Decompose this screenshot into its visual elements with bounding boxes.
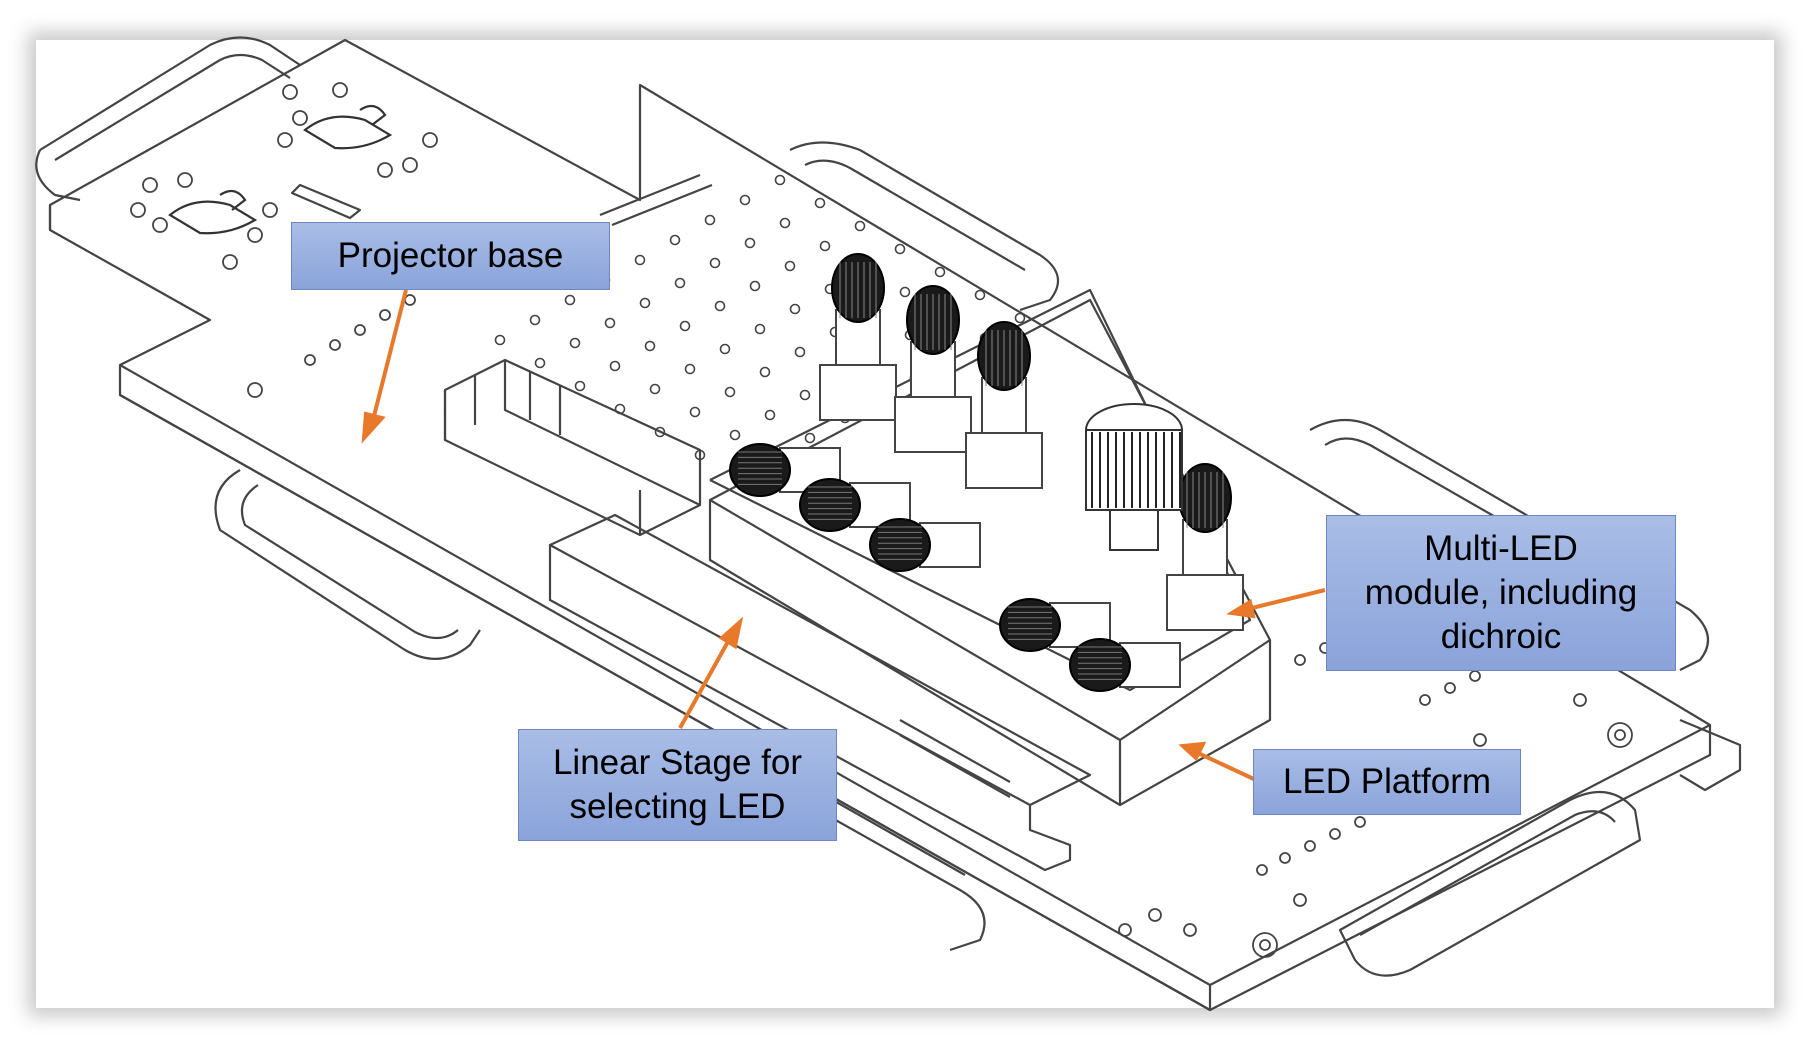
grid-hole bbox=[749, 280, 761, 292]
grid-hole bbox=[794, 346, 806, 358]
grid-hole bbox=[814, 197, 826, 209]
grid-hole bbox=[569, 337, 581, 349]
led-tower bbox=[819, 253, 897, 421]
led-tower bbox=[894, 285, 972, 453]
grid-hole bbox=[934, 266, 946, 278]
grid-hole bbox=[819, 240, 831, 252]
arrow-projector-base bbox=[371, 289, 408, 421]
handle-right bbox=[1309, 419, 1710, 671]
arrow-head-linear-stage bbox=[718, 616, 744, 650]
grid-hole bbox=[494, 334, 506, 346]
grid-hole bbox=[679, 320, 691, 332]
label-projector-base: Projector base bbox=[337, 236, 564, 275]
callout-multi-led-module: Multi-LED module, including dichroic bbox=[1326, 515, 1676, 671]
grid-hole bbox=[669, 234, 681, 246]
led-tower bbox=[965, 321, 1043, 489]
grid-hole bbox=[759, 366, 771, 378]
led-side-knob bbox=[799, 478, 911, 532]
grid-hole bbox=[644, 340, 656, 352]
grid-hole bbox=[799, 389, 811, 401]
grid-hole bbox=[574, 380, 586, 392]
grid-hole bbox=[674, 277, 686, 289]
grid-hole bbox=[739, 194, 751, 206]
grid-hole bbox=[854, 220, 866, 232]
arrow-multi-led bbox=[1247, 588, 1326, 611]
callout-led-platform: LED Platform bbox=[1253, 749, 1521, 815]
led-emitter-side-knobs bbox=[729, 443, 1181, 692]
led-side-knob bbox=[999, 598, 1111, 652]
handle-bottom-center bbox=[799, 789, 986, 952]
grid-hole bbox=[754, 323, 766, 335]
projector-base-plate bbox=[48, 38, 1742, 1012]
heat-sink-neck bbox=[1109, 509, 1159, 551]
plate-slot bbox=[599, 173, 713, 227]
grid-hole bbox=[724, 386, 736, 398]
plate-holes bbox=[130, 82, 1633, 958]
grid-hole bbox=[689, 406, 701, 418]
grid-hole bbox=[779, 217, 791, 229]
handle-bottom-right bbox=[1338, 790, 1642, 977]
grid-hole bbox=[784, 260, 796, 272]
handle-top-right bbox=[789, 141, 1060, 312]
tower-cube bbox=[819, 364, 897, 421]
grid-hole bbox=[614, 403, 626, 415]
grid-hole bbox=[604, 317, 616, 329]
grid-hole bbox=[694, 449, 706, 461]
arrow-head-led-platform bbox=[1178, 741, 1207, 762]
led-side-knob bbox=[1069, 638, 1181, 692]
grid-hole bbox=[764, 409, 776, 421]
label-multi-led-module: Multi-LED module, including dichroic bbox=[1364, 529, 1638, 656]
grid-hole bbox=[534, 357, 546, 369]
grid-hole bbox=[714, 300, 726, 312]
grid-hole bbox=[774, 174, 786, 186]
grid-hole bbox=[654, 426, 666, 438]
led-platform-body bbox=[708, 298, 1272, 807]
grid-hole bbox=[719, 343, 731, 355]
grid-hole bbox=[744, 237, 756, 249]
arrow-head-projector-base bbox=[361, 411, 386, 444]
grid-hole bbox=[899, 286, 911, 298]
grid-hole bbox=[729, 429, 741, 441]
tower-cube bbox=[894, 396, 972, 453]
grid-hole bbox=[789, 303, 801, 315]
handle-top-left bbox=[35, 36, 301, 202]
grid-hole bbox=[564, 294, 576, 306]
breadboard-hole-grid bbox=[494, 174, 1026, 484]
tower-cube bbox=[965, 432, 1043, 489]
grid-hole bbox=[704, 214, 716, 226]
grid-hole bbox=[634, 254, 646, 266]
plate-slot-small bbox=[290, 183, 362, 220]
led-side-knob bbox=[869, 518, 981, 572]
arrow-head-multi-led bbox=[1226, 598, 1256, 619]
callout-projector-base: Projector base bbox=[291, 222, 610, 290]
grid-hole bbox=[894, 243, 906, 255]
grid-hole bbox=[1014, 312, 1026, 324]
grid-hole bbox=[649, 383, 661, 395]
stage-motor bbox=[443, 358, 702, 537]
grid-hole bbox=[709, 257, 721, 269]
callout-linear-stage: Linear Stage for selecting LED bbox=[518, 729, 837, 841]
callout-arrows bbox=[361, 289, 1326, 782]
grid-hole bbox=[639, 297, 651, 309]
label-linear-stage: Linear Stage for selecting LED bbox=[552, 743, 803, 826]
grid-hole bbox=[974, 289, 986, 301]
arrow-linear-stage bbox=[678, 637, 732, 729]
handle-left bbox=[214, 469, 481, 660]
grid-hole bbox=[804, 432, 816, 444]
grid-hole bbox=[684, 363, 696, 375]
label-led-platform: LED Platform bbox=[1282, 762, 1492, 801]
grid-hole bbox=[529, 314, 541, 326]
led-emitter-towers bbox=[819, 253, 1244, 631]
multi-led-manifold bbox=[709, 288, 1252, 692]
arrow-led-platform bbox=[1197, 751, 1257, 782]
mounting-cleats bbox=[168, 104, 393, 235]
tower-cube bbox=[1166, 574, 1244, 631]
grid-hole bbox=[609, 360, 621, 372]
heat-sink-led bbox=[1085, 403, 1183, 551]
